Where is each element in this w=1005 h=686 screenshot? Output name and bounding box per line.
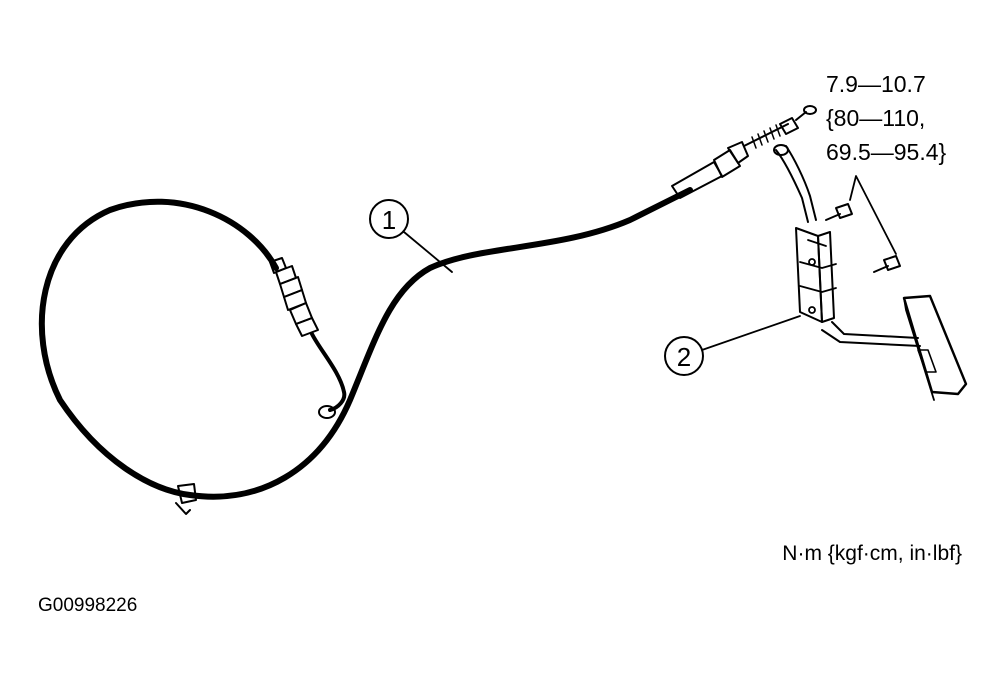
torque-spec-line-2: {80—110, xyxy=(826,105,925,131)
torque-leader-line xyxy=(849,175,897,255)
torque-spec-line-3: 69.5—95.4} xyxy=(826,139,947,165)
torque-specification: 7.9—10.7 {80—110, 69.5—95.4} xyxy=(826,71,947,165)
bracket-bolt-upper xyxy=(825,203,853,221)
torque-spec-line-1: 7.9—10.7 xyxy=(826,71,926,97)
callout-1: 1 xyxy=(369,199,453,273)
accelerator-pedal-assembly xyxy=(773,144,968,401)
callout-2: 2 xyxy=(664,315,801,376)
callout-2-number: 2 xyxy=(677,342,691,372)
figure-code: G00998226 xyxy=(38,595,137,616)
bracket-bolt-lower xyxy=(873,255,901,273)
accelerator-cable xyxy=(38,187,693,500)
cable-clamp xyxy=(175,483,197,515)
callout-1-number: 1 xyxy=(382,205,396,235)
cable-engine-end-fitting xyxy=(269,257,347,419)
torque-units-legend: N·m {kgf·cm, in·lbf} xyxy=(782,542,962,565)
cable-pedal-end-fitting xyxy=(671,105,817,199)
